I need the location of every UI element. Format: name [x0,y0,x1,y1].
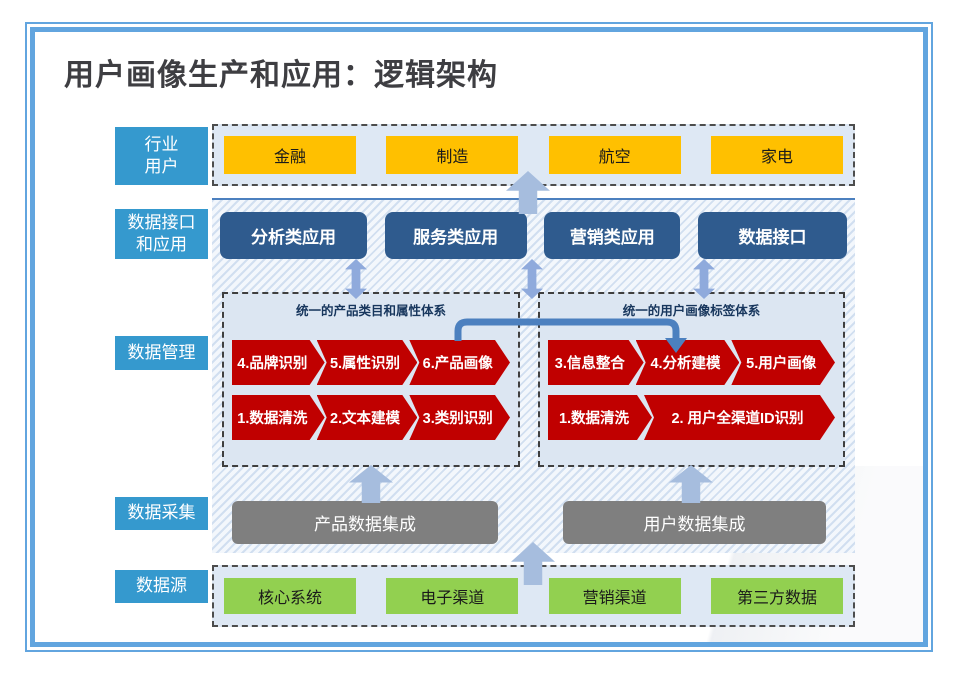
app-chip-service: 服务类应用 [384,212,527,259]
layer-label-industry-users: 行业 用户 [115,127,208,185]
label-line: 用户 [144,157,179,176]
bidirectional-arrow-icon [345,259,367,299]
app-chip-marketing: 营销类应用 [544,212,681,259]
app-chip-analytics: 分析类应用 [220,212,367,259]
process-step-text-modeling: 2.文本建模 [317,395,418,440]
source-chip-third-party-data: 第三方数据 [710,578,843,614]
user-process-row-lower: 1.数据清洗 2. 用户全渠道ID识别 [548,395,835,440]
up-arrow-icon [349,465,393,503]
user-system-title: 统一的用户画像标签体系 [622,304,761,318]
product-taxonomy-system-box: 统一的产品类目和属性体系 4.品牌识别 5.属性识别 6.产品画像 1.数据清洗… [222,292,520,467]
user-profile-tag-system-box: 统一的用户画像标签体系 3.信息整合 4.分析建模 5.用户画像 1.数据清洗 … [538,292,845,467]
product-process-row-lower: 1.数据清洗 2.文本建模 3.类别识别 [232,395,510,440]
up-arrow-icon [669,465,713,503]
layer-label-data-management: 数据管理 [115,336,208,370]
industry-chip-aviation: 航空 [548,136,681,174]
platform-panel: 分析类应用 服务类应用 营销类应用 数据接口 统一的产品类目和属性体系 4.品牌… [212,198,855,553]
process-step-analysis-modeling: 4.分析建模 [636,340,740,385]
slide-border-frame-inner [30,27,928,647]
industry-chip-home-appliance: 家电 [710,136,843,174]
process-step-data-cleaning: 1.数据清洗 [232,395,325,440]
bidirectional-arrow-icon [521,259,543,299]
user-data-integration-box: 用户数据集成 [563,501,826,544]
process-step-product-profile: 6.产品画像 [409,340,510,385]
label-line: 行业 [144,134,179,154]
app-chip-data-interface: 数据接口 [697,212,847,259]
source-chip-marketing-channel: 营销渠道 [548,578,681,614]
industry-users-container: 金融 制造 航空 家电 [212,124,855,186]
process-step-info-integration: 3.信息整合 [548,340,644,385]
label-line: 数据源 [136,576,187,596]
layer-label-data-sources: 数据源 [115,570,208,603]
label-line: 数据管理 [127,342,196,362]
label-line: 和应用 [136,235,187,254]
industry-chip-manufacturing: 制造 [386,136,519,174]
process-step-attribute-recognition: 5.属性识别 [317,340,418,385]
layer-label-data-collection: 数据采集 [115,497,208,530]
product-system-title: 统一的产品类目和属性体系 [295,304,446,318]
slide-border-frame [25,22,933,652]
source-chip-core-system: 核心系统 [224,578,356,614]
label-line: 数据接口 [127,212,196,232]
source-chip-e-channel: 电子渠道 [386,578,519,614]
process-step-brand-recognition: 4.品牌识别 [232,340,325,385]
industry-chip-finance: 金融 [224,136,356,174]
page-title: 用户画像生产和应用：逻辑架构 [64,59,498,92]
label-line: 数据采集 [127,503,196,523]
user-process-row-upper: 3.信息整合 4.分析建模 5.用户画像 [548,340,835,385]
process-step-category-recognition: 3.类别识别 [409,395,510,440]
product-process-row-upper: 4.品牌识别 5.属性识别 6.产品画像 [232,340,510,385]
process-step-omnichannel-id-recognition: 2. 用户全渠道ID识别 [644,395,835,440]
layer-label-data-interface-apps: 数据接口 和应用 [115,209,208,259]
bidirectional-arrow-icon [693,259,715,299]
product-data-integration-box: 产品数据集成 [232,501,498,544]
process-step-user-profile: 5.用户画像 [731,340,835,385]
application-row: 分析类应用 服务类应用 营销类应用 数据接口 [212,212,855,259]
process-step-data-cleaning: 1.数据清洗 [548,395,652,440]
